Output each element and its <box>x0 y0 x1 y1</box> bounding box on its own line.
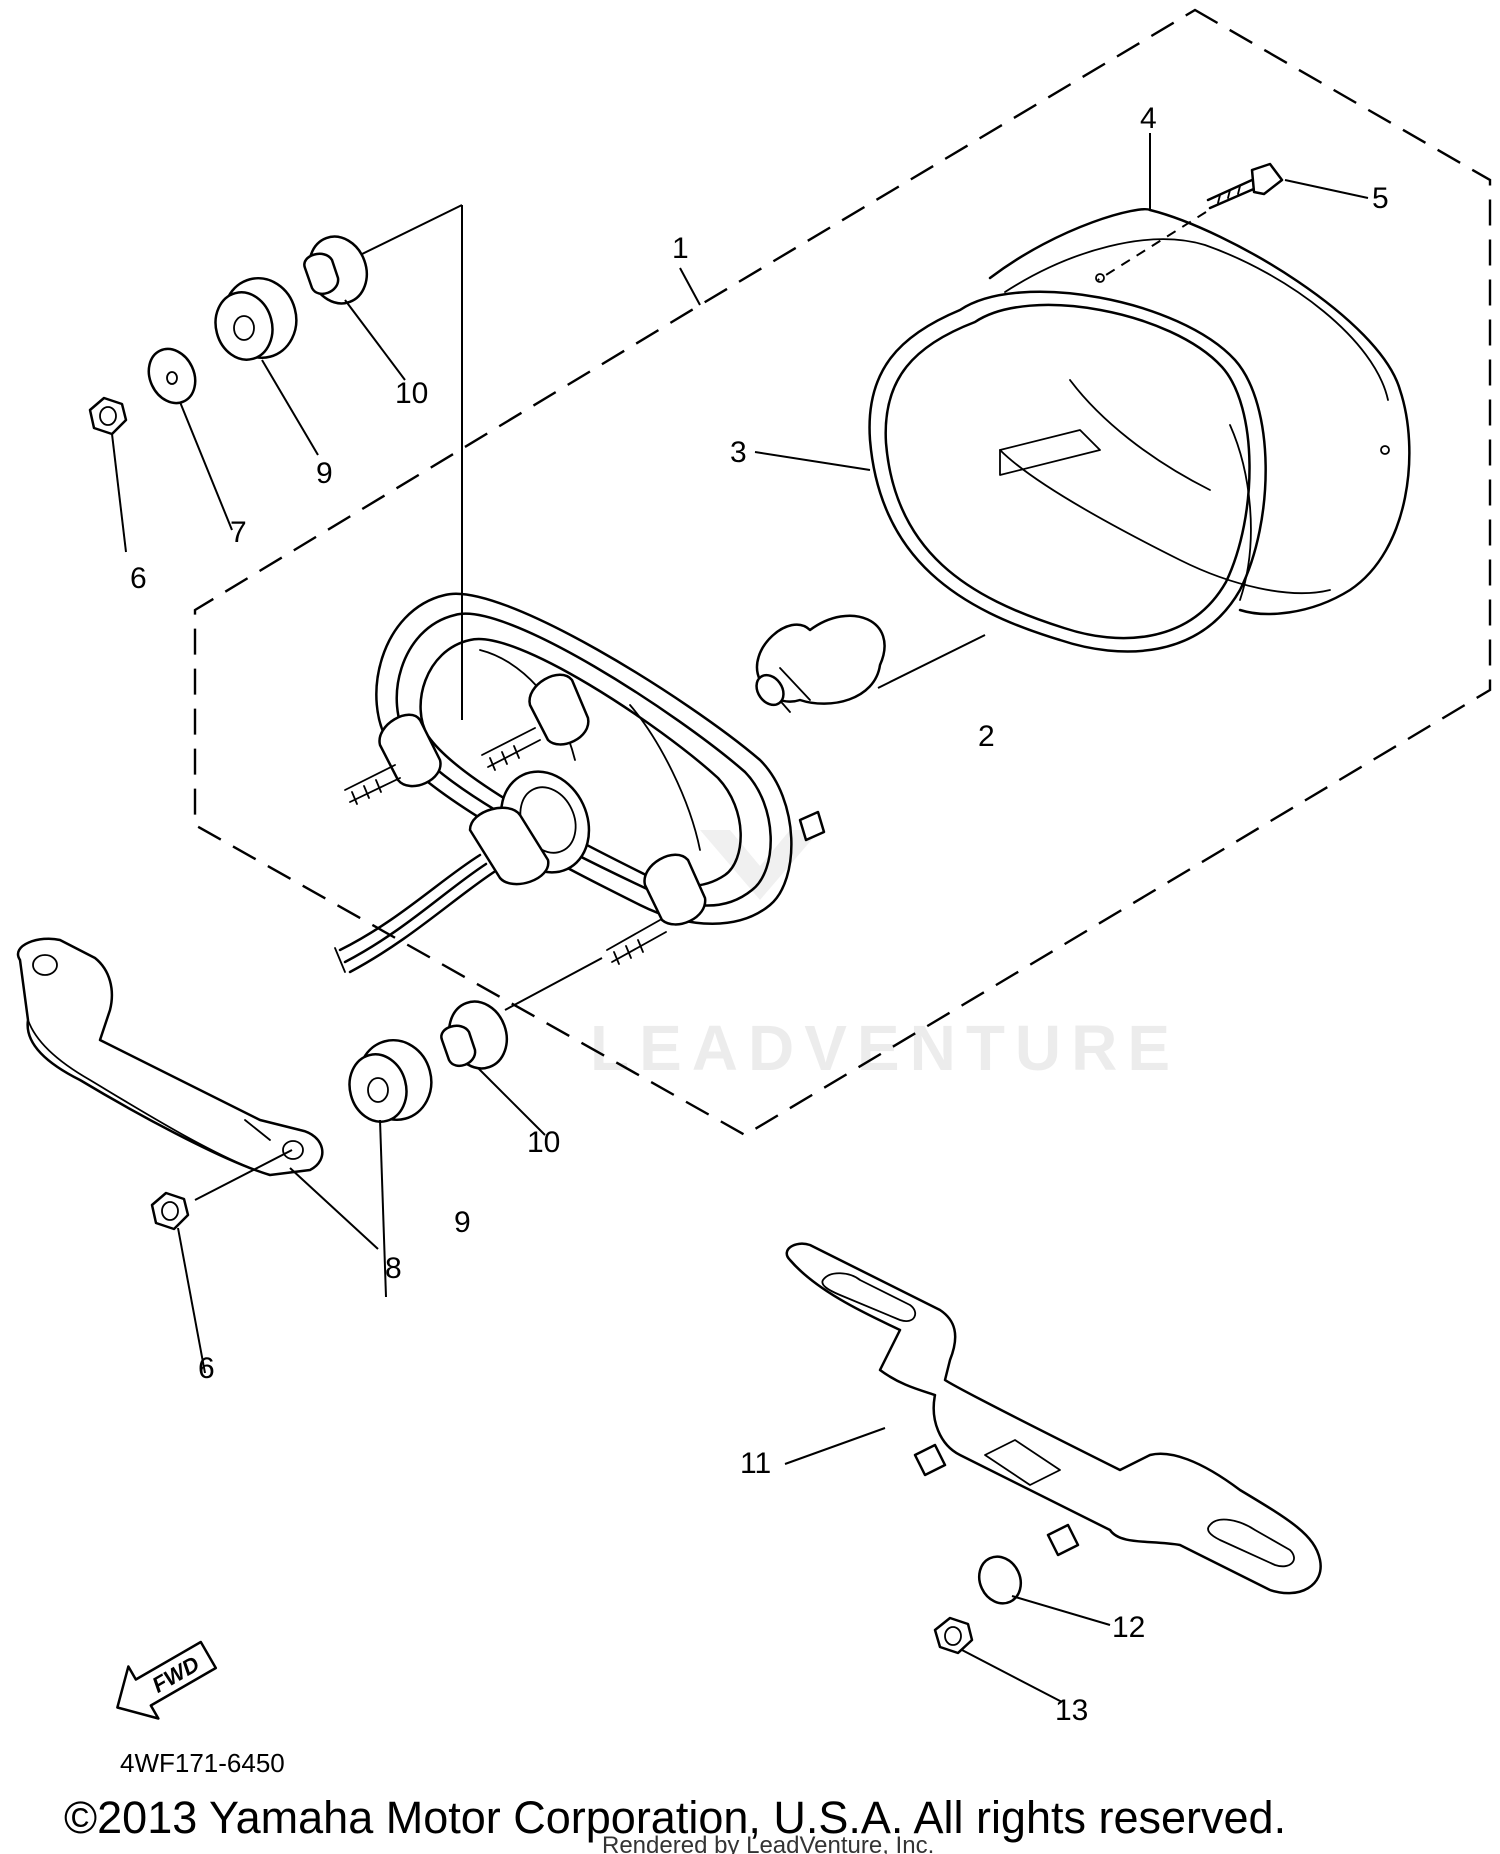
callout-leader-lines <box>111 133 1369 1703</box>
callout-2: 2 <box>978 720 995 753</box>
callout-8: 8 <box>385 1252 402 1285</box>
alignment-line-top <box>359 204 463 256</box>
license-bracket-11 <box>785 1242 1322 1595</box>
callout-7: 7 <box>230 516 247 549</box>
callout-12: 12 <box>1112 1611 1145 1644</box>
callout-11: 11 <box>740 1447 771 1480</box>
callout-1: 1 <box>672 232 689 265</box>
assembly-boundary <box>193 8 1492 1137</box>
callout-9-upper: 9 <box>316 457 333 490</box>
watermark-text: LEADVENTURE <box>590 1012 1180 1084</box>
nut-13 <box>933 1616 974 1655</box>
callout-6-upper: 6 <box>130 562 147 595</box>
callout-5: 5 <box>1372 182 1389 215</box>
lower-grommet-9 <box>348 1039 433 1123</box>
rendered-by-credit: Rendered by LeadVenture, Inc. <box>602 1832 934 1854</box>
washer-12 <box>977 1555 1023 1605</box>
callout-6-lower: 6 <box>198 1352 215 1385</box>
callout-10-lower: 10 <box>527 1126 560 1159</box>
copyright-notice: ©2013 Yamaha Motor Corporation, U.S.A. A… <box>64 1792 1286 1843</box>
callout-3: 3 <box>730 436 747 469</box>
nut-6-lower <box>150 1191 190 1231</box>
nut-6-upper <box>88 396 128 436</box>
upper-collar-10 <box>303 235 369 305</box>
fwd-arrow-icon: FWD <box>116 1640 218 1720</box>
tail-light-housing <box>988 208 1411 616</box>
callout-4: 4 <box>1140 102 1157 135</box>
leadventure-watermark: LEADVENTURE <box>590 830 1180 1084</box>
screw <box>1206 162 1284 210</box>
callout-13: 13 <box>1055 1694 1088 1727</box>
part-code: 4WF171-6450 <box>120 1748 285 1778</box>
stay-bracket-8 <box>16 937 324 1177</box>
lower-collar-10 <box>440 1000 509 1070</box>
callout-numbers: 1 2 3 4 5 6 7 9 10 6 8 9 10 11 12 13 <box>130 102 1389 1727</box>
upper-grommet-9 <box>214 277 298 361</box>
washer-7 <box>147 347 197 405</box>
callout-10-upper: 10 <box>395 377 428 410</box>
tail-light-lens <box>868 290 1267 653</box>
lower-assembly-line <box>504 957 603 1011</box>
bulb <box>755 614 886 713</box>
screw-hidden-line <box>1097 211 1207 281</box>
stay-hidden-line <box>194 1149 293 1201</box>
callout-9-lower: 9 <box>454 1206 471 1239</box>
tail-light-base <box>334 592 826 974</box>
